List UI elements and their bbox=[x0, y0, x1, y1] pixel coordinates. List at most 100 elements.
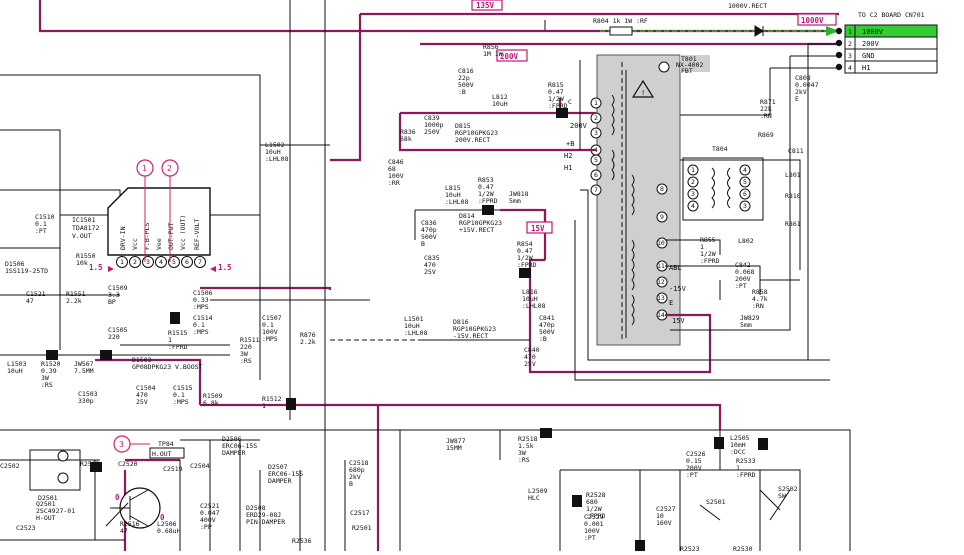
connector-pin-3: 3 GND bbox=[835, 51, 875, 60]
connector-pin-1-highlight bbox=[844, 24, 938, 38]
diode-icon bbox=[754, 25, 764, 37]
tag-200v: 200V bbox=[496, 49, 528, 62]
callout-1-label: 1 bbox=[142, 164, 147, 173]
svg-text:3: 3 bbox=[594, 129, 598, 137]
ic-pin-names: DRV-IN Vcc F.B-PLS Vee OUT-PUT Vcc (OUT)… bbox=[119, 215, 201, 250]
svg-text:F.B-PLS: F.B-PLS bbox=[143, 223, 151, 250]
part-label-c2504: C2504 bbox=[190, 462, 210, 470]
fbt-coil-d bbox=[631, 239, 635, 291]
drive-transformer-pin bbox=[57, 450, 69, 462]
fbt-left-pins: 1 2 3 4 5 6 7 bbox=[590, 97, 602, 196]
fbt-part: NX-4002 bbox=[676, 61, 703, 69]
tag-1000v: 1000V bbox=[797, 13, 837, 26]
svg-text:Vcc (OUT): Vcc (OUT) bbox=[179, 215, 187, 250]
part-label-d2501: D2501 bbox=[38, 494, 58, 502]
svg-text:1: 1 bbox=[848, 28, 852, 36]
q2501-symbol bbox=[110, 489, 149, 527]
part-label-r2515: R2515 bbox=[80, 460, 100, 468]
svg-text:12: 12 bbox=[657, 278, 665, 286]
svg-text:5: 5 bbox=[743, 178, 747, 186]
fbt-label-b: +B bbox=[566, 140, 574, 148]
fbt-type: FBT bbox=[681, 67, 693, 75]
svg-text:2: 2 bbox=[133, 258, 137, 266]
svg-text:13: 13 bbox=[657, 294, 665, 302]
fbt-label-p15: 15V bbox=[672, 317, 685, 325]
part-label-r861: R861 bbox=[785, 220, 801, 228]
svg-text:OUT-PUT: OUT-PUT bbox=[167, 223, 175, 250]
callout-1 bbox=[136, 159, 154, 177]
ic1501-body bbox=[107, 187, 211, 256]
rect-tail-label: 1000V.RECT bbox=[728, 2, 767, 10]
t804-pins: 1 2 3 4 4 5 6 3 bbox=[687, 164, 751, 212]
part-label-c811: C811 bbox=[788, 147, 804, 155]
ic-pins: 1 2 3 4 5 6 7 bbox=[116, 256, 206, 268]
part-label-s2501: S2501 bbox=[706, 498, 726, 506]
arrow-icon bbox=[826, 26, 839, 36]
svg-text:REF-VOLT: REF-VOLT bbox=[193, 219, 201, 250]
part-label-c2517: C2517 bbox=[350, 509, 370, 517]
part-label-c2502: C2502 bbox=[0, 462, 20, 470]
part-label-c2520: C2520 bbox=[118, 460, 138, 468]
svg-text:3: 3 bbox=[848, 52, 852, 60]
svg-text:11: 11 bbox=[657, 262, 665, 270]
tag-135v: 135V bbox=[471, 0, 503, 11]
wires bbox=[0, 0, 851, 551]
svg-text:5: 5 bbox=[594, 156, 598, 164]
svg-text:5: 5 bbox=[172, 258, 176, 266]
r804-label: R804 1k 1W :RF bbox=[593, 17, 648, 25]
svg-text:15V: 15V bbox=[531, 224, 545, 233]
fbt-label-plate bbox=[680, 55, 710, 72]
tag-15v: 15V bbox=[526, 221, 553, 234]
callout-3-label: 3 bbox=[119, 440, 124, 449]
svg-text:4: 4 bbox=[159, 258, 163, 266]
part-label-r869: R869 bbox=[758, 131, 774, 139]
svg-text:Vee: Vee bbox=[155, 238, 163, 250]
ic-ref: IC1501 bbox=[72, 216, 96, 224]
fbt-label-200v: 200V bbox=[570, 122, 588, 130]
svg-text:4: 4 bbox=[743, 166, 747, 174]
q2501-mark-o: 0 bbox=[115, 493, 120, 502]
svg-text:GND: GND bbox=[862, 52, 875, 60]
svg-text:1: 1 bbox=[594, 99, 598, 107]
r804-resistor bbox=[609, 26, 633, 36]
part-label-l801: L801 bbox=[785, 171, 801, 179]
